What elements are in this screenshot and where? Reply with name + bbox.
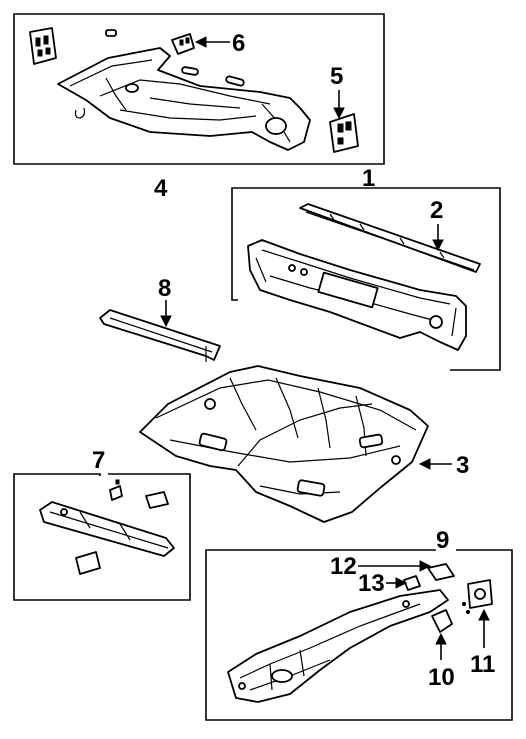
sill-part-8 <box>99 309 221 362</box>
bracket-part-6 <box>171 33 195 55</box>
callout-6: 6 <box>232 30 245 57</box>
callout-11: 11 <box>470 651 495 678</box>
callout-4: 4 <box>154 175 168 202</box>
arrow-10 <box>435 632 447 645</box>
callout-1: 1 <box>362 165 375 192</box>
arrow-2 <box>432 239 444 252</box>
callout-9: 9 <box>436 527 449 554</box>
callout-12: 12 <box>330 553 357 580</box>
callout-3: 3 <box>456 452 469 479</box>
clip-part-13 <box>403 575 421 591</box>
plate-top-left <box>29 27 57 65</box>
rear-body-panel <box>247 239 467 351</box>
arrow-5 <box>333 107 345 120</box>
crossmember-pad <box>75 551 101 575</box>
callout-13: 13 <box>358 570 385 597</box>
main-floor-part-3 <box>139 365 429 523</box>
arrow-8 <box>160 315 172 328</box>
group-1-rear-panel: 2 <box>231 187 501 371</box>
rear-floor-pan <box>57 47 311 151</box>
arrow-3 <box>418 458 431 470</box>
callout-5: 5 <box>330 63 343 90</box>
group-4-box <box>13 13 385 165</box>
reinforcement-part-2 <box>299 203 481 273</box>
arrow-11 <box>478 608 490 621</box>
group-1-box <box>231 187 501 371</box>
bracket-part-12 <box>427 563 455 581</box>
group-9-box <box>205 549 513 721</box>
bracket-part-10 <box>431 609 453 633</box>
group-7-box <box>13 473 191 601</box>
group-4-rear-floor-pan: 6 5 <box>13 13 385 165</box>
arrow-6 <box>194 36 207 48</box>
clip-pad <box>145 491 169 509</box>
arrow-13 <box>395 577 408 589</box>
callout-10: 10 <box>428 664 455 691</box>
clip-small <box>109 485 123 501</box>
callout-2: 2 <box>430 197 443 224</box>
arrow-12 <box>419 560 432 572</box>
group-7-crossmember <box>13 473 191 601</box>
callout-8: 8 <box>158 275 171 302</box>
floor-pads <box>105 29 245 87</box>
callout-7: 7 <box>92 447 105 474</box>
plate-part-5 <box>329 113 359 153</box>
group-9-frame-rail: 12 13 10 11 <box>205 549 513 721</box>
